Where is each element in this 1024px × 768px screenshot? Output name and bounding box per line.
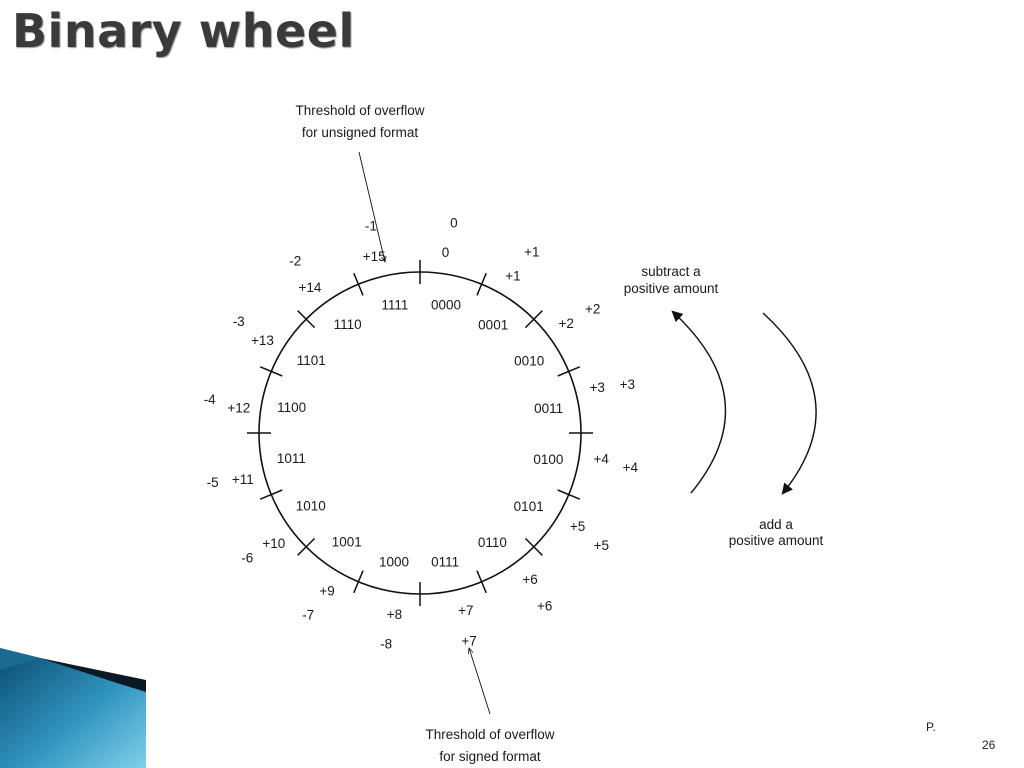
signed-value-label: +6 [537, 599, 552, 614]
unsigned-overflow-pointer [358, 151, 385, 262]
signed-value-label: +4 [623, 460, 639, 475]
signed-value-label: 0 [450, 216, 458, 231]
unsigned-overflow-annotation: Threshold of overflow for unsigned forma… [295, 103, 425, 262]
signed-value-label: -4 [204, 392, 216, 407]
unsigned-value-label: +1 [505, 268, 520, 283]
binary-label: 0010 [514, 354, 544, 369]
add-label-line-1: add a [759, 517, 793, 532]
unsigned-value-label: +8 [387, 607, 402, 622]
unsigned-overflow-label-line-1: Threshold of overflow [295, 103, 424, 118]
signed-value-label: +2 [585, 301, 600, 316]
signed-value-label: -6 [241, 551, 253, 566]
signed-overflow-label-line-2: for signed format [439, 749, 541, 764]
signed-value-label: -2 [289, 253, 301, 268]
binary-label: 1100 [277, 400, 306, 415]
binary-label: 1010 [296, 498, 326, 513]
wheel-tick [476, 570, 487, 594]
slide-title: Binary wheel [12, 4, 355, 58]
unsigned-value-label: +14 [298, 280, 321, 295]
unsigned-value-label: +5 [570, 519, 585, 534]
wheel-tick [353, 272, 364, 296]
wheel-tick [524, 310, 543, 329]
unsigned-value-label: +9 [319, 584, 334, 599]
unsigned-value-label: 0 [442, 245, 450, 260]
unsigned-value-label: +15 [363, 249, 386, 264]
wheel-tick [557, 366, 581, 377]
wheel-tick [557, 489, 581, 500]
wheel-ticks [247, 260, 593, 606]
signed-value-label: +3 [620, 377, 635, 392]
signed-overflow-pointer [469, 648, 491, 715]
unsigned-value-label: +11 [232, 472, 254, 487]
binary-label: 0000 [431, 298, 461, 313]
subtract-label-line-1: subtract a [641, 264, 701, 279]
signed-value-label: +7 [461, 633, 476, 648]
signed-value-label: -8 [380, 636, 392, 651]
signed-value-label: -7 [302, 607, 314, 622]
binary-label: 1000 [379, 554, 409, 569]
wheel-tick [259, 489, 283, 500]
binary-label: 0100 [533, 452, 563, 467]
wheel-tick [476, 272, 487, 296]
unsigned-value-label: +4 [593, 452, 609, 467]
binary-label: 1001 [332, 535, 362, 550]
add-annotation: add a positive amount [729, 312, 824, 548]
unsigned-value-label: +2 [558, 316, 573, 331]
binary-label: 1011 [277, 451, 306, 466]
signed-value-label: +5 [594, 538, 609, 553]
binary-label: 0111 [431, 555, 459, 570]
binary-label: 1110 [334, 317, 362, 332]
unsigned-value-label: +12 [227, 401, 250, 416]
wheel-tick [353, 570, 364, 594]
binary-label: 0110 [478, 535, 507, 550]
wheel-tick [524, 537, 543, 556]
wheel-tick [297, 537, 316, 556]
signed-value-label: -5 [207, 475, 219, 490]
binary-label: 0101 [514, 499, 544, 514]
unsigned-overflow-label-line-2: for unsigned format [302, 125, 419, 140]
binary-label: 0011 [534, 401, 563, 416]
corner-decoration [0, 640, 146, 768]
binary-label: 0001 [478, 317, 508, 332]
signed-value-label: -3 [233, 314, 245, 329]
signed-value-label: -1 [365, 219, 377, 234]
subtract-annotation: subtract a positive amount [624, 264, 727, 494]
subtract-arrow [671, 310, 727, 494]
binary-label: 1101 [297, 353, 326, 368]
signed-overflow-annotation: Threshold of overflow for signed format [425, 648, 555, 764]
wheel-tick [259, 366, 283, 377]
subtract-label-line-2: positive amount [624, 281, 719, 296]
signed-overflow-label-line-1: Threshold of overflow [425, 727, 554, 742]
page-number: 26 [982, 738, 996, 752]
footer-note: P. [926, 720, 936, 734]
wheel-tick [297, 310, 316, 329]
unsigned-value-label: +6 [522, 572, 537, 587]
unsigned-value-label: +3 [589, 380, 604, 395]
add-label-line-2: positive amount [729, 533, 824, 548]
wheel-labels: 0000000001+1+10010+2+20011+3+30100+4+401… [204, 216, 639, 652]
binary-label: 1111 [381, 297, 408, 312]
unsigned-value-label: +13 [251, 333, 274, 348]
add-arrow [762, 312, 817, 495]
signed-value-label: +1 [524, 245, 539, 260]
unsigned-value-label: +7 [458, 603, 473, 618]
unsigned-value-label: +10 [262, 536, 285, 551]
